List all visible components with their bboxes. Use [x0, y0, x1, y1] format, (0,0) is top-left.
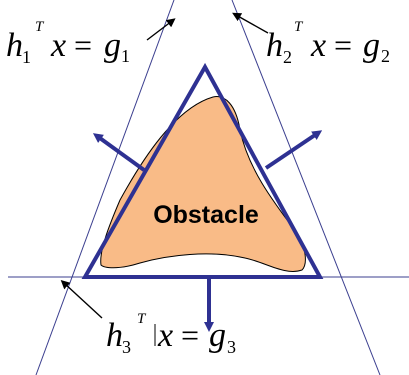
eq1-h: h — [6, 27, 23, 64]
eq3-g: g — [209, 317, 226, 354]
eq1-equals: = — [74, 27, 92, 63]
obstacle-shape — [100, 96, 306, 272]
boundary-line-1 — [35, 0, 175, 375]
eq2-x: x — [310, 27, 326, 64]
eq2-h: h — [266, 27, 283, 64]
eq2-subscript: 2 — [283, 47, 292, 67]
eq3-superscript: T — [137, 311, 147, 327]
eq1-superscript: T — [35, 19, 45, 35]
obstacle-label: Obstacle — [153, 201, 259, 229]
boundary-line-2 — [231, 0, 381, 375]
eq3-x: x — [157, 317, 173, 354]
triangle-boundary — [81, 62, 324, 279]
eq3-h: h — [106, 317, 123, 354]
equation-2: h 2 T x = g 2 — [266, 19, 390, 67]
eq3-g-subscript: 3 — [227, 337, 236, 357]
eq1-x: x — [50, 27, 66, 64]
eq2-equals: = — [334, 27, 352, 63]
eq1-g-subscript: 1 — [121, 46, 130, 66]
eq3-subscript: 3 — [122, 337, 131, 357]
pointer-arrow-1 — [146, 18, 176, 41]
eq3-equals: = — [181, 317, 199, 353]
equation-1: h 1 T x = g 1 — [6, 19, 130, 67]
eq2-g-subscript: 2 — [381, 46, 390, 66]
normal-arrow-left — [92, 133, 146, 172]
eq1-g: g — [104, 27, 121, 64]
eq2-superscript: T — [294, 19, 304, 35]
eq1-subscript: 1 — [22, 47, 31, 67]
eq2-g: g — [363, 27, 380, 64]
equation-3: h 3 T x = g 3 — [106, 311, 236, 357]
pointer-arrow-2 — [232, 12, 269, 34]
normal-arrow-right — [264, 130, 323, 170]
pointer-arrow-3 — [60, 279, 103, 319]
